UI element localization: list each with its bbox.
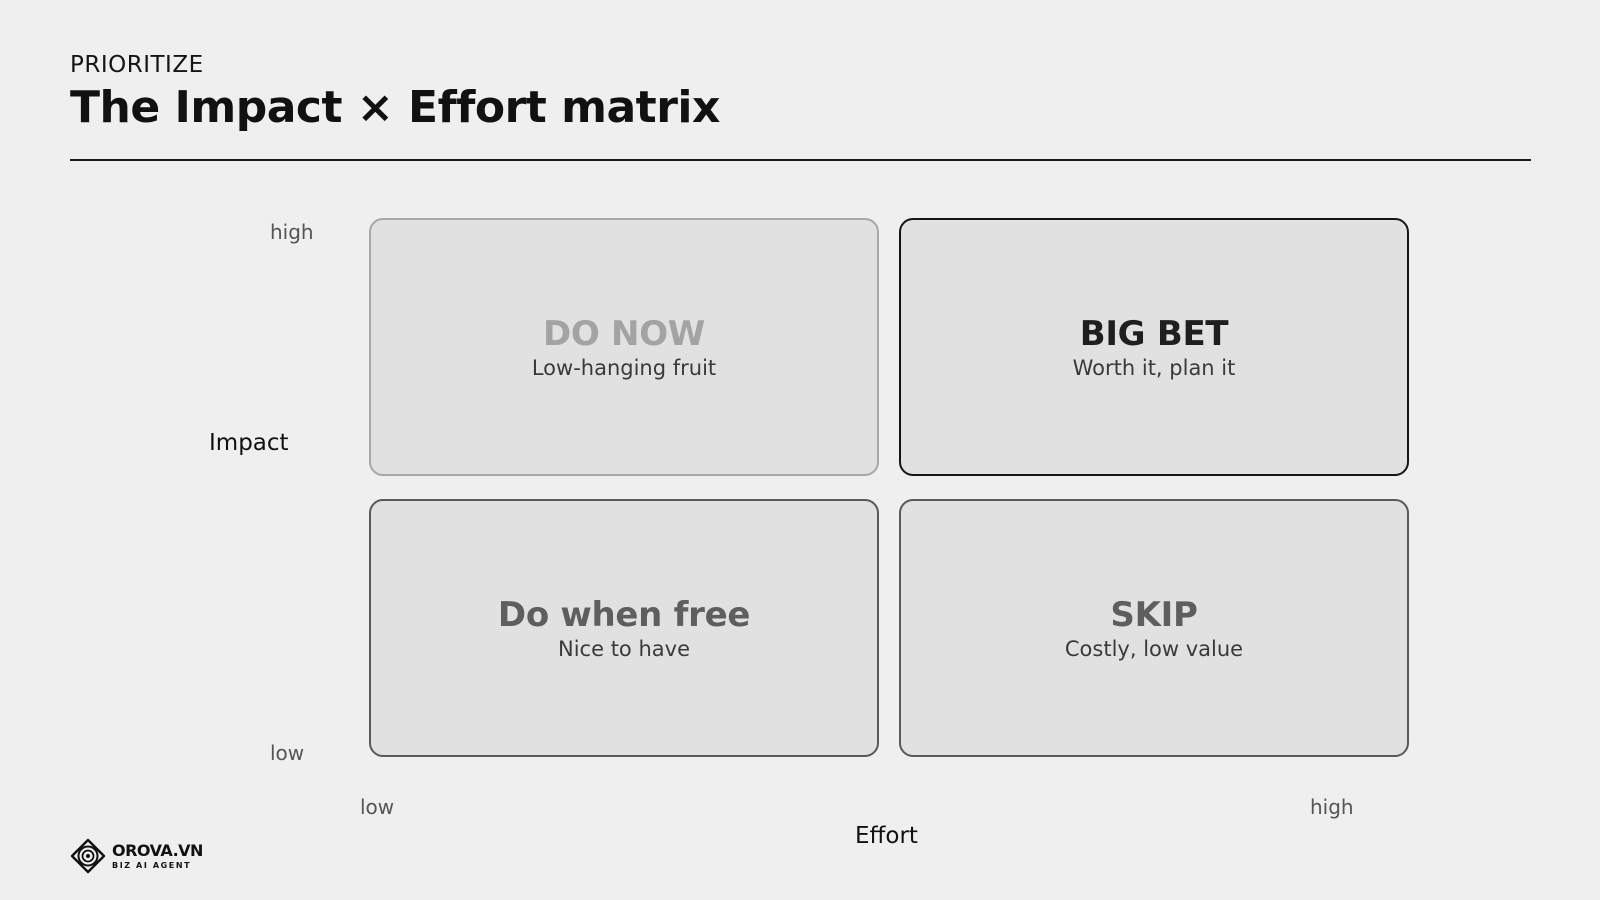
title-divider — [70, 159, 1531, 161]
eyebrow-label: PRIORITIZE — [70, 52, 204, 78]
quadrant-do-now: DO NOW Low-hanging fruit — [369, 218, 879, 476]
quadrant-heading: Do when free — [497, 595, 751, 635]
quadrant-heading: SKIP — [1110, 595, 1198, 635]
x-axis-high-label: high — [1310, 795, 1354, 819]
quadrant-subtitle: Low-hanging fruit — [531, 356, 717, 380]
quadrant-heading: DO NOW — [542, 314, 706, 354]
spiral-diamond-icon — [70, 838, 106, 874]
quadrant-subtitle: Nice to have — [558, 637, 690, 661]
quadrant-do-when-free: Do when free Nice to have — [369, 499, 879, 757]
brand-logo: OROVA.VN BIZ AI AGENT — [70, 838, 203, 874]
logo-tagline: BIZ AI AGENT — [112, 860, 192, 870]
quadrant-subtitle: Worth it, plan it — [1072, 356, 1236, 380]
page-title: The Impact × Effort matrix — [70, 82, 720, 133]
quadrant-subtitle: Costly, low value — [1064, 637, 1244, 661]
quadrant-heading: BIG BET — [1079, 314, 1229, 354]
y-axis-high-label: high — [270, 220, 314, 244]
quadrant-skip: SKIP Costly, low value — [899, 499, 1409, 757]
x-axis-low-label: low — [360, 795, 395, 819]
y-axis-title: Impact — [209, 430, 289, 456]
y-axis-low-label: low — [270, 741, 305, 765]
x-axis-title: Effort — [855, 823, 918, 849]
logo-name: OROVA.VN — [112, 840, 203, 860]
quadrant-big-bet: BIG BET Worth it, plan it — [899, 218, 1409, 476]
